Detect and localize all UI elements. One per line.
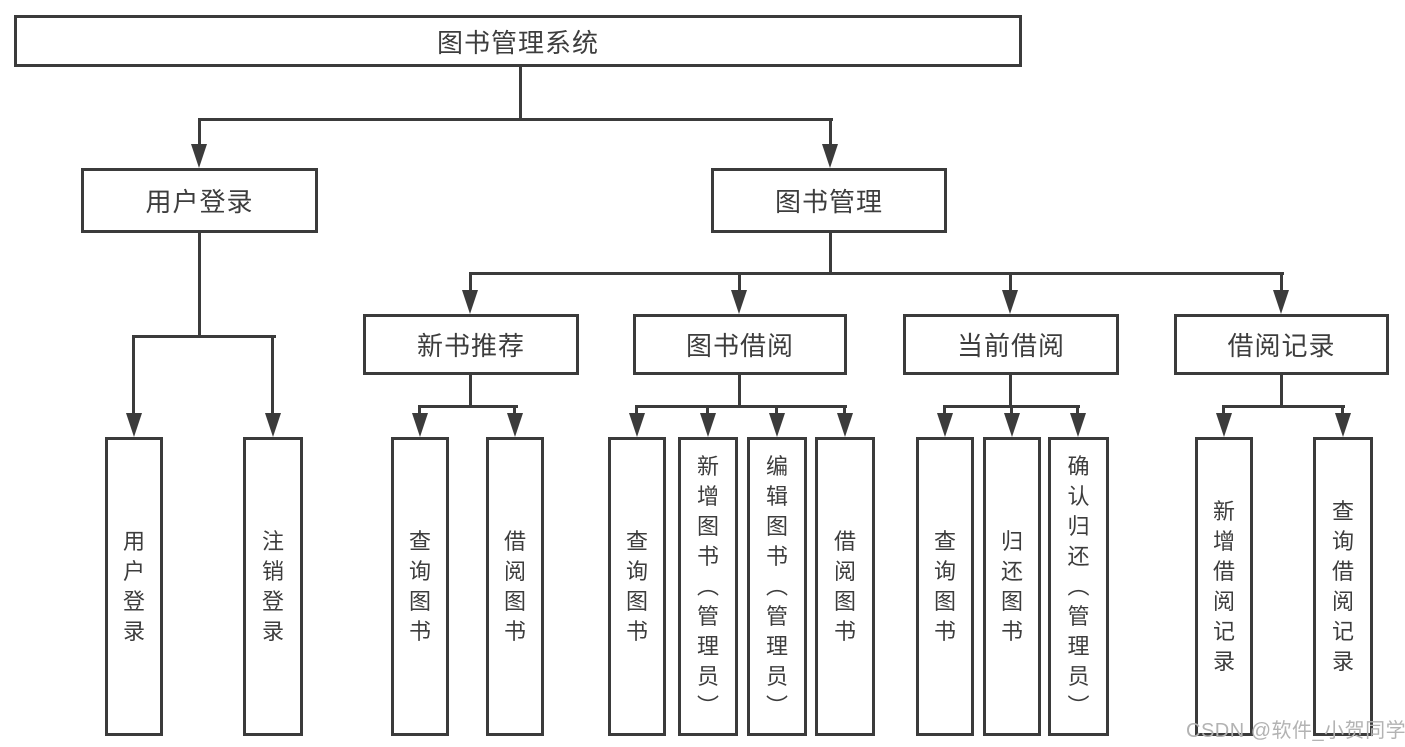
node-label: 借阅记录 — [1227, 331, 1336, 361]
connector-hline — [469, 272, 1284, 275]
node-leaf-query-books-2: 查询图书 — [608, 437, 666, 736]
node-label: 查询图书 — [408, 528, 431, 644]
node-label: 编辑图书︵管理员︶ — [765, 453, 788, 719]
arrowhead-down-icon — [1216, 413, 1232, 437]
arrowhead-down-icon — [731, 290, 747, 314]
node-label: 新增图书︵管理员︶ — [696, 453, 719, 719]
node-label: 借阅图书 — [503, 528, 526, 644]
connector-vline — [1009, 375, 1012, 408]
connector-vline — [198, 233, 201, 338]
connector-vline — [1222, 408, 1225, 414]
node-label: 查询借阅记录 — [1331, 498, 1354, 674]
node-label: 借阅图书 — [833, 528, 856, 644]
arrowhead-down-icon — [837, 413, 853, 437]
node-label: 新增借阅记录 — [1212, 498, 1235, 674]
arrowhead-down-icon — [1002, 290, 1018, 314]
node-leaf-borrow-books-2: 借阅图书 — [815, 437, 875, 736]
node-label: 新书推荐 — [416, 331, 525, 361]
node-leaf-query-borrow-record: 查询借阅记录 — [1313, 437, 1373, 736]
arrowhead-down-icon — [126, 413, 142, 437]
connector-hline — [418, 405, 518, 408]
connector-vline — [738, 375, 741, 408]
connector-vline — [198, 121, 201, 144]
node-borrow-records: 借阅记录 — [1174, 314, 1389, 375]
arrowhead-down-icon — [769, 413, 785, 437]
connector-vline — [1009, 275, 1012, 290]
node-label: 图书管理 — [774, 187, 883, 217]
connector-vline — [469, 275, 472, 290]
connector-vline — [635, 408, 638, 414]
node-label: 用户登录 — [145, 187, 254, 217]
node-leaf-return-books: 归还图书 — [983, 437, 1041, 736]
connector-vline — [271, 338, 274, 413]
node-label: 图书管理系统 — [436, 27, 599, 58]
connector-hline — [1222, 405, 1345, 408]
connector-hline — [635, 405, 847, 408]
arrowhead-down-icon — [1273, 290, 1289, 314]
arrowhead-down-icon — [412, 413, 428, 437]
node-label: 用户登录 — [122, 528, 145, 644]
node-leaf-borrow-books-1: 借阅图书 — [486, 437, 544, 736]
connector-vline — [775, 408, 778, 414]
connector-vline — [418, 408, 421, 414]
arrowhead-down-icon — [1070, 413, 1086, 437]
node-book-borrow: 图书借阅 — [633, 314, 847, 375]
connector-vline — [829, 121, 832, 144]
connector-vline — [943, 408, 946, 414]
arrowhead-down-icon — [700, 413, 716, 437]
arrowhead-down-icon — [822, 144, 838, 168]
connector-vline — [829, 233, 832, 275]
node-label: 注销登录 — [261, 528, 284, 644]
connector-vline — [706, 408, 709, 414]
connector-vline — [1010, 408, 1013, 414]
connector-hline — [132, 335, 276, 338]
node-new-book-recommend: 新书推荐 — [363, 314, 579, 375]
node-leaf-query-books-1: 查询图书 — [391, 437, 449, 736]
node-root-system: 图书管理系统 — [14, 15, 1022, 67]
connector-vline — [519, 66, 522, 121]
connector-vline — [1280, 275, 1283, 290]
arrowhead-down-icon — [629, 413, 645, 437]
node-label: 当前借阅 — [956, 331, 1065, 361]
connector-vline — [738, 275, 741, 290]
arrowhead-down-icon — [462, 290, 478, 314]
node-leaf-add-books-admin: 新增图书︵管理员︶ — [678, 437, 738, 736]
watermark: CSDN @软件_小贺同学 — [1186, 720, 1405, 742]
node-leaf-logout: 注销登录 — [243, 437, 303, 736]
node-user-login: 用户登录 — [81, 168, 318, 233]
connector-vline — [132, 338, 135, 413]
node-label: 查询图书 — [625, 528, 648, 644]
connector-vline — [1076, 408, 1079, 414]
node-label: 归还图书 — [1000, 528, 1023, 644]
arrowhead-down-icon — [937, 413, 953, 437]
connector-vline — [1341, 408, 1344, 414]
node-label: 图书借阅 — [685, 331, 794, 361]
connector-hline — [198, 118, 833, 121]
arrowhead-down-icon — [1335, 413, 1351, 437]
node-leaf-add-borrow-record: 新增借阅记录 — [1195, 437, 1253, 736]
node-leaf-edit-books-admin: 编辑图书︵管理员︶ — [747, 437, 807, 736]
arrowhead-down-icon — [507, 413, 523, 437]
connector-vline — [1280, 375, 1283, 408]
node-current-borrow: 当前借阅 — [903, 314, 1119, 375]
connector-vline — [513, 408, 516, 414]
node-leaf-user-login: 用户登录 — [105, 437, 163, 736]
node-book-management: 图书管理 — [711, 168, 947, 233]
node-label: 查询图书 — [933, 528, 956, 644]
arrowhead-down-icon — [191, 144, 207, 168]
node-leaf-query-books-3: 查询图书 — [916, 437, 974, 736]
node-label: 确认归还︵管理员︶ — [1067, 453, 1090, 719]
arrowhead-down-icon — [1004, 413, 1020, 437]
node-leaf-confirm-return-admin: 确认归还︵管理员︶ — [1048, 437, 1109, 736]
connector-vline — [843, 408, 846, 414]
connector-hline — [943, 405, 1080, 408]
connector-vline — [469, 375, 472, 408]
arrowhead-down-icon — [265, 413, 281, 437]
